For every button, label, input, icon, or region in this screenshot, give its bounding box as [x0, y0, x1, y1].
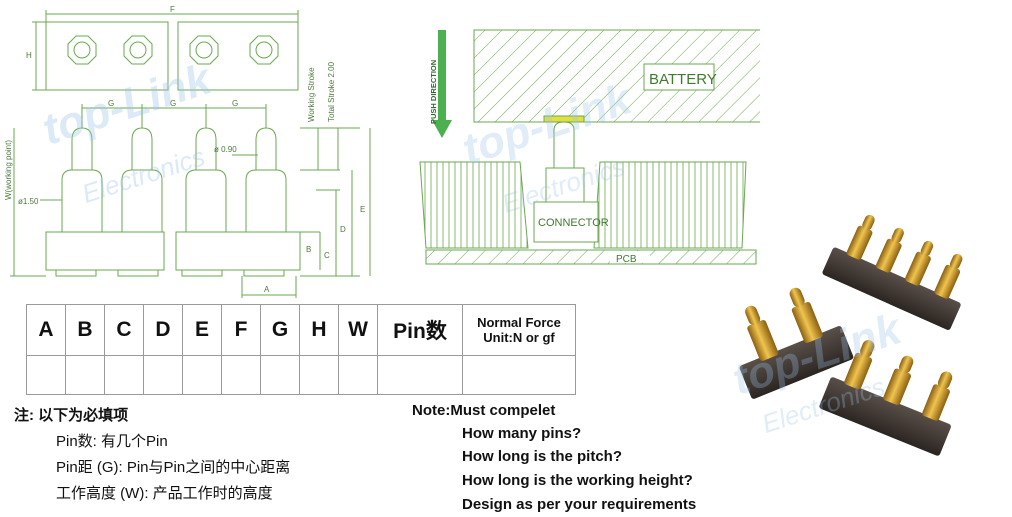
dim-F: F: [170, 5, 175, 14]
dim-G1: G: [108, 99, 114, 108]
spec-table: A B C D E F G H W Pin数 Normal Force Unit…: [26, 304, 576, 395]
cell-G[interactable]: [260, 355, 300, 395]
col-header-F: F: [221, 304, 261, 356]
technical-drawing: F H G G G ø 0.90 ø1.50 W(working point) …: [4, 5, 371, 298]
cell-normal-force[interactable]: [462, 355, 576, 395]
col-header-C: C: [104, 304, 144, 356]
push-direction-label: PUSH DIRECTION: [429, 60, 438, 124]
col-header-pin-count: Pin数: [377, 304, 463, 356]
col-header-B: B: [65, 304, 105, 356]
dim-G2: G: [170, 99, 176, 108]
cell-pin-count[interactable]: [377, 355, 463, 395]
pcb-label: PCB: [616, 254, 637, 265]
notes-en-line1: How many pins?: [462, 425, 582, 442]
top-view-block-left: [45, 21, 169, 91]
dim-B: B: [306, 245, 311, 254]
normal-force-line1: Normal Force: [477, 315, 561, 330]
dim-dia-150: ø1.50: [18, 197, 39, 206]
col-header-H: H: [299, 304, 339, 356]
top-view-block-right: [177, 21, 299, 91]
col-header-A: A: [26, 304, 66, 356]
dim-E: E: [360, 205, 365, 214]
cell-B[interactable]: [65, 355, 105, 395]
notes-cn-line2: Pin距 (G): Pin与Pin之间的中心距离: [56, 459, 291, 476]
application-drawing: PUSH DIRECTION BATTERY CONNECTOR PCB: [419, 29, 760, 265]
spec-table-header-row: A B C D E F G H W Pin数 Normal Force Unit…: [26, 304, 576, 356]
product-photo-4pin: [822, 214, 963, 330]
cell-W[interactable]: [338, 355, 378, 395]
notes-en-title: Note:Must compelet: [412, 402, 556, 419]
notes-en-line4: Design as per your requirements: [462, 496, 697, 513]
notes-cn-line1: Pin数: 有几个Pin: [56, 433, 168, 450]
dim-G3: G: [232, 99, 238, 108]
spec-table-input-row[interactable]: [26, 355, 576, 395]
dim-C: C: [324, 251, 330, 260]
dim-total-stroke: Total Stroke 2.00: [327, 61, 336, 122]
dim-D: D: [340, 225, 346, 234]
notes-en-line2: How long is the pitch?: [462, 448, 622, 465]
dim-H: H: [26, 51, 32, 60]
dim-working-stroke: Working Stroke: [307, 67, 316, 122]
notes-en-line3: How long is the working height?: [462, 472, 693, 489]
cell-A[interactable]: [26, 355, 66, 395]
col-header-G: G: [260, 304, 300, 356]
battery-label: BATTERY: [649, 71, 717, 88]
cell-E[interactable]: [182, 355, 222, 395]
cell-H[interactable]: [299, 355, 339, 395]
col-header-D: D: [143, 304, 183, 356]
product-photo-3pin: [819, 340, 953, 456]
dim-dia-090: ø 0.90: [214, 145, 237, 154]
col-header-E: E: [182, 304, 222, 356]
notes-cn-title: 注: 以下为必填项: [14, 407, 129, 424]
cell-F[interactable]: [221, 355, 261, 395]
connector-label: CONNECTOR: [538, 217, 609, 229]
pcb-block: [425, 249, 757, 265]
notes-cn-line3: 工作高度 (W): 产品工作时的高度: [56, 485, 273, 502]
product-photos: [739, 214, 963, 456]
dim-A: A: [264, 285, 270, 294]
col-header-normal-force: Normal Force Unit:N or gf: [462, 304, 576, 356]
product-photo-2pin: [739, 287, 854, 399]
cell-C[interactable]: [104, 355, 144, 395]
cell-D[interactable]: [143, 355, 183, 395]
col-header-W: W: [338, 304, 378, 356]
dim-W: W(working point): [4, 140, 13, 200]
normal-force-line2: Unit:N or gf: [483, 330, 555, 345]
